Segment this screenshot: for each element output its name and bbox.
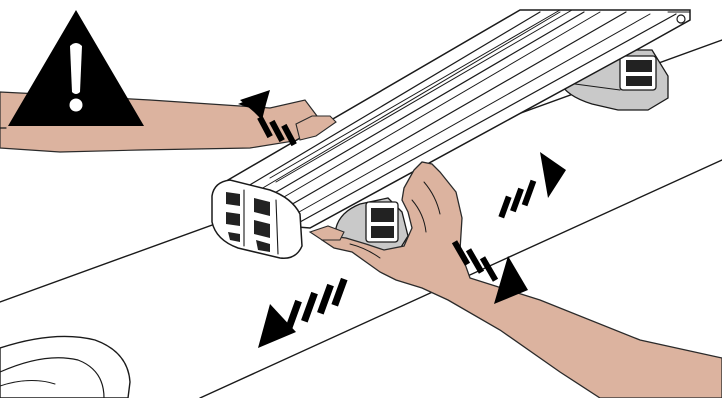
warning-triangle-icon <box>8 10 144 126</box>
exclamation-mark <box>70 43 82 94</box>
